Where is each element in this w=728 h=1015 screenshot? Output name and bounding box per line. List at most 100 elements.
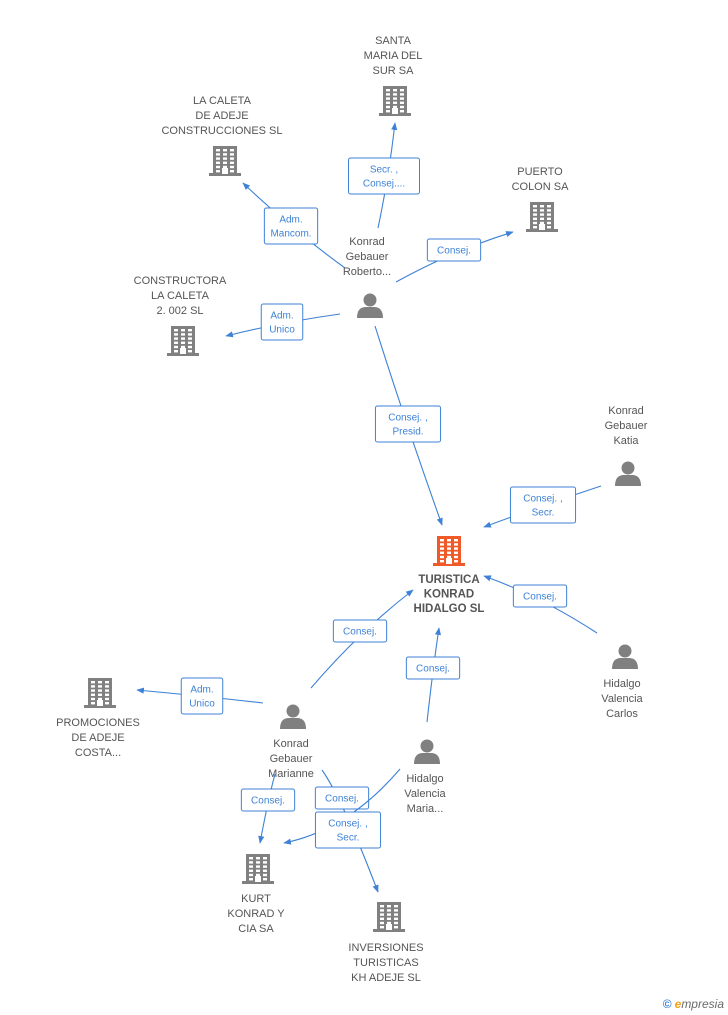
role-label-box[interactable] — [374, 405, 442, 443]
node-label-line: Maria... — [407, 803, 444, 815]
node-label-line: Valencia — [404, 788, 446, 800]
edge-maria-to-kurt: Consej. , Secr. — [283, 768, 401, 849]
role-label-text: Presid. — [392, 427, 423, 438]
edges-layer: Secr. ,Consej....Adm.Mancom. Consej. Adm. U… — [136, 122, 602, 893]
node-label-line: SUR SA — [373, 65, 415, 77]
role-label-text: Consej. , — [523, 494, 562, 505]
person-icon — [615, 461, 641, 486]
building-icon — [242, 854, 274, 884]
node-label-line: PROMOCIONES — [56, 717, 140, 729]
role-label-text: Adm. — [190, 685, 213, 696]
role-label-box[interactable] — [263, 207, 319, 245]
role-label-box[interactable] — [260, 303, 304, 341]
person-icon — [414, 739, 440, 764]
edge-roberto-to-santa: Secr. ,Consej.... — [348, 122, 420, 229]
company-node-main[interactable]: TURISTICA KONRAD HIDALGO SL — [414, 536, 485, 615]
node-label-line: Hidalgo — [406, 773, 443, 785]
brand-footer: ©empresia — [663, 997, 724, 1011]
edge-roberto-to-puerto: Consej. — [395, 231, 514, 283]
node-label-line: Carlos — [606, 708, 638, 720]
role-label-text: Unico — [269, 325, 295, 336]
role-label-text: Consej. , — [388, 413, 427, 424]
company-node-caleta[interactable]: LA CALETA DE ADEJE CONSTRUCCIONES SL — [161, 95, 283, 176]
building-icon — [379, 86, 411, 116]
node-label-line: COLON SA — [512, 181, 570, 193]
edge-katia-to-main: Consej. ,Secr. — [483, 485, 602, 528]
node-label-line: Gebauer — [270, 753, 313, 765]
edge-marianne-to-promociones: Adm.Unico — [136, 677, 264, 715]
node-label-line: Hidalgo — [603, 678, 640, 690]
role-label-text: Adm. — [270, 311, 293, 322]
building-icon — [167, 326, 199, 356]
node-label-line: LA CALETA — [151, 290, 210, 302]
node-label-line: LA CALETA — [193, 95, 252, 107]
role-label-text: Secr. , — [370, 165, 398, 176]
role-label-box[interactable] — [314, 786, 370, 810]
company-node-constructora[interactable]: CONSTRUCTORA LA CALETA 2. 002 SL — [134, 275, 227, 356]
edge-roberto-to-caleta: Adm.Mancom. — [242, 182, 346, 269]
node-label-line: INVERSIONES — [348, 942, 423, 954]
node-label-line: Konrad — [608, 405, 643, 417]
edge-marianne-to-main: Consej. — [310, 589, 414, 689]
building-icon — [373, 902, 405, 932]
role-label-box[interactable] — [180, 677, 224, 715]
node-label-line: TURISTICA — [418, 574, 479, 586]
node-label-line: SANTA — [375, 35, 412, 47]
role-label-text: Consej. — [437, 246, 471, 257]
edge-marianne-to-kurt: Consej. — [240, 773, 296, 844]
building-icon — [433, 536, 465, 566]
role-label-box[interactable] — [509, 486, 577, 524]
role-label-box[interactable] — [332, 619, 388, 643]
role-label-text: Consej. — [343, 627, 377, 638]
node-label-line: DE ADEJE — [71, 732, 124, 744]
role-label-box[interactable] — [512, 584, 568, 608]
role-label-box[interactable] — [426, 238, 482, 262]
company-node-santa[interactable]: SANTA MARIA DEL SUR SA — [364, 35, 423, 116]
person-icon — [280, 704, 306, 729]
person-node-roberto[interactable]: KonradGebauerRoberto... — [343, 236, 391, 318]
node-label-line: Gebauer — [605, 420, 648, 432]
node-label-line: Valencia — [601, 693, 643, 705]
edge-roberto-to-constructora: Adm. Unico — [225, 303, 341, 341]
role-label-box[interactable] — [314, 811, 382, 849]
node-label-line: 2. 002 SL — [156, 305, 203, 317]
role-label-text: Consej. — [251, 796, 285, 807]
role-label-box[interactable] — [240, 788, 296, 812]
role-label-text: Secr. — [337, 833, 360, 844]
role-label-box[interactable] — [405, 656, 461, 680]
edge-carlos-to-main: Consej. — [483, 575, 598, 634]
node-label-line: HIDALGO SL — [414, 603, 485, 615]
role-label-text: Adm. — [279, 215, 302, 226]
node-label-line: MARIA DEL — [364, 50, 423, 62]
role-label-box[interactable] — [348, 157, 420, 195]
copyright-symbol: © — [662, 997, 672, 1011]
node-label-line: Katia — [613, 435, 639, 447]
node-label-line: Marianne — [268, 768, 314, 780]
role-label-text: Consej. — [416, 664, 450, 675]
node-label-line: KONRAD — [424, 589, 474, 601]
company-node-puerto[interactable]: PUERTO COLON SA — [512, 166, 570, 232]
edge-marianne-to-inversiones: Consej. — [314, 769, 379, 893]
person-node-maria[interactable]: HidalgoValenciaMaria... — [404, 739, 447, 816]
node-label-line: KH ADEJE SL — [351, 972, 421, 984]
brand-logo-letter: e — [674, 997, 682, 1011]
person-icon — [357, 293, 383, 318]
node-label-line: CONSTRUCTORA — [134, 275, 227, 287]
role-label-text: Consej. , — [328, 819, 367, 830]
building-icon — [84, 678, 116, 708]
brand-logo-text: mpresia — [681, 997, 724, 1011]
node-label-line: KONRAD Y — [227, 908, 285, 920]
node-label-line: Gebauer — [346, 251, 389, 263]
edge-roberto-to-main: Consej. , Presid. — [374, 325, 443, 526]
node-label-line: DE ADEJE — [195, 110, 248, 122]
edge-maria-to-main: Consej. — [405, 627, 461, 723]
node-label-line: PUERTO — [517, 166, 563, 178]
node-label-line: CONSTRUCCIONES SL — [161, 125, 282, 137]
